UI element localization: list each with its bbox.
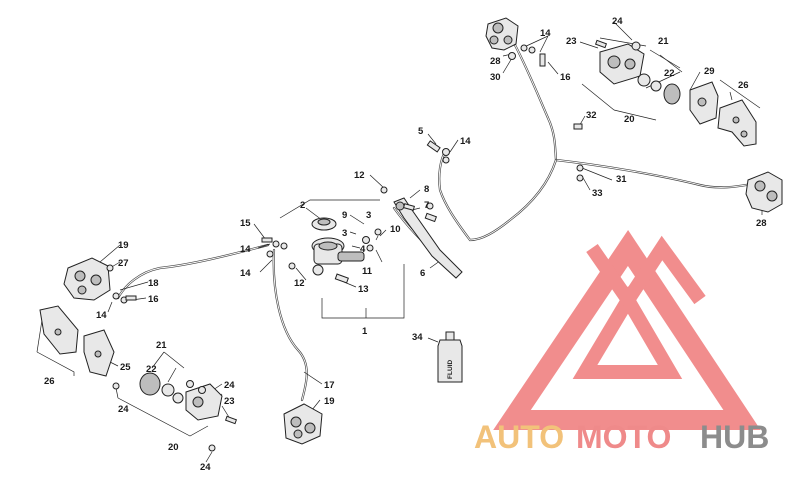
callout-16: 16 — [560, 72, 571, 83]
callout-12: 12 — [294, 278, 305, 289]
callout-2: 2 — [300, 200, 305, 211]
watermark-hub: HUB — [700, 419, 769, 455]
callout-29: 29 — [704, 66, 715, 77]
callout-22: 22 — [664, 68, 675, 79]
callout-13: 13 — [358, 284, 369, 295]
callout-24: 24 — [612, 16, 623, 27]
callout-22: 22 — [146, 364, 157, 375]
callout-24: 24 — [118, 404, 129, 415]
callout-14: 14 — [460, 136, 471, 147]
callout-21: 21 — [156, 340, 167, 351]
left-caliper-lower-assembly — [39, 305, 238, 452]
watermark-logo — [493, 230, 761, 430]
callout-20: 20 — [624, 114, 635, 125]
callout-6: 6 — [420, 268, 425, 279]
callout-23: 23 — [224, 396, 235, 407]
watermark-moto: MOTO — [576, 419, 671, 455]
callout-20: 20 — [168, 442, 179, 453]
bottle-label: FLUID — [447, 360, 454, 379]
callout-24: 24 — [200, 462, 211, 473]
brake-pedal — [393, 197, 463, 279]
callout-19: 19 — [118, 240, 129, 251]
rear-caliper-right — [573, 123, 783, 213]
callout-17: 17 — [324, 380, 335, 391]
callout-16: 16 — [148, 294, 159, 305]
callout-18: 18 — [148, 278, 159, 289]
callout-14: 14 — [96, 310, 107, 321]
callout-34: 34 — [412, 332, 423, 343]
callout-26: 26 — [44, 376, 55, 387]
callout-8: 8 — [424, 184, 429, 195]
callout-33: 33 — [592, 188, 603, 199]
callout-3: 3 — [366, 210, 371, 221]
callout-19: 19 — [324, 396, 335, 407]
callout-11: 11 — [362, 266, 373, 277]
watermark-auto: AUTO — [474, 419, 564, 455]
top-caliper-assembly — [485, 17, 757, 147]
callout-12: 12 — [354, 170, 365, 181]
bottom-caliper — [283, 403, 323, 445]
callout-27: 27 — [118, 258, 129, 269]
watermark-text: AUTO MOTO HUB — [474, 419, 769, 455]
callout-1: 1 — [362, 326, 368, 337]
brake-fluid-bottle: FLUID — [437, 331, 463, 383]
callout-14: 14 — [240, 244, 251, 255]
callout-3: 3 — [342, 228, 347, 239]
callout-9: 9 — [342, 210, 347, 221]
master-cylinder — [288, 217, 382, 284]
callout-14: 14 — [540, 28, 551, 39]
callout-10: 10 — [390, 224, 401, 235]
callout-30: 30 — [490, 72, 501, 83]
callout-21: 21 — [658, 36, 669, 47]
banjo-fittings-center — [261, 140, 450, 258]
callout-labels: 14 28 30 16 24 23 21 22 29 26 20 32 31 3… — [44, 16, 767, 473]
callout-5: 5 — [418, 126, 424, 137]
callout-15: 15 — [240, 218, 251, 229]
callout-24: 24 — [224, 380, 235, 391]
callout-4: 4 — [360, 244, 366, 255]
callout-28: 28 — [490, 56, 501, 67]
callout-32: 32 — [586, 110, 597, 121]
callout-23: 23 — [566, 36, 577, 47]
callout-25: 25 — [120, 362, 131, 373]
callout-31: 31 — [616, 174, 627, 185]
callout-14: 14 — [240, 268, 251, 279]
left-caliper-upper — [63, 257, 137, 304]
callout-7: 7 — [424, 200, 429, 211]
callout-26: 26 — [738, 80, 749, 91]
callout-28: 28 — [756, 218, 767, 229]
